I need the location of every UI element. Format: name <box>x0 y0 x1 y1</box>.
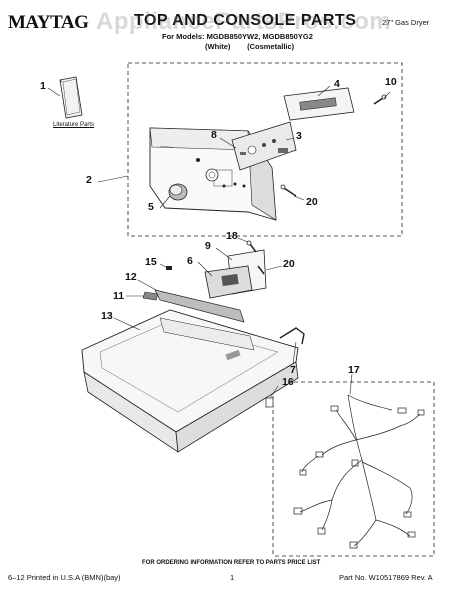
literature-parts-label: Literature Parts <box>53 122 95 128</box>
callout-7: 7 <box>290 364 296 376</box>
callout-18: 18 <box>226 230 238 242</box>
harness-boundary <box>273 381 435 557</box>
console-rail <box>154 289 245 323</box>
product-type: 27" Gas Dryer <box>382 18 430 27</box>
callout-15: 15 <box>145 256 157 268</box>
callout-5: 5 <box>148 201 154 213</box>
callout-11: 11 <box>113 290 125 302</box>
brand-logo: MAYTAG <box>8 12 89 33</box>
bracket-7 <box>279 327 305 345</box>
model-numbers: For Models: MGDB850YW2, MGDB850YG2 <box>162 32 313 41</box>
relay-board <box>204 265 253 299</box>
control-bracket <box>283 87 355 121</box>
screw-10 <box>373 94 387 105</box>
ordering-note: FOR ORDERING INFORMATION REFER TO PARTS … <box>142 560 321 566</box>
console-assembly-boundary <box>127 62 403 237</box>
screw-20-lower <box>257 265 265 275</box>
retainer-11 <box>142 291 159 301</box>
callout-3: 3 <box>296 130 302 142</box>
callout-9: 9 <box>205 240 211 252</box>
dryer-top-panel <box>81 309 299 453</box>
callout-4: 4 <box>334 78 340 90</box>
callout-8: 8 <box>211 129 217 141</box>
control-knob <box>168 183 188 201</box>
part-number: Part No. W10517869 Rev. A <box>339 573 433 582</box>
screw-20-upper <box>280 184 297 197</box>
model-variants: (White) (Cosmetallic) <box>205 42 295 51</box>
electronic-control-board <box>231 121 297 171</box>
callout-17: 17 <box>348 364 360 376</box>
callout-1: 1 <box>40 80 46 92</box>
watermark: AppliancePartsPros.com <box>96 8 392 35</box>
callout-12: 12 <box>125 271 137 283</box>
callout-16: 16 <box>282 376 294 388</box>
callout-10: 10 <box>385 76 397 88</box>
screw-18 <box>246 240 257 253</box>
literature-parts-booklet <box>59 76 83 119</box>
print-info: 6–12 Printed in U.S.A (BMN)(bay) <box>8 573 121 582</box>
foot-16 <box>265 397 274 408</box>
callout-20-lower: 20 <box>283 258 295 270</box>
page-number: 1 <box>230 573 235 582</box>
callout-6: 6 <box>187 255 193 267</box>
callout-2: 2 <box>86 174 92 186</box>
clip-15 <box>166 266 172 270</box>
leader-lines <box>47 85 391 399</box>
page-title: TOP AND CONSOLE PARTS <box>134 12 357 29</box>
callout-13: 13 <box>101 310 113 322</box>
callout-20-upper: 20 <box>306 196 318 208</box>
wire-harness <box>293 394 425 549</box>
